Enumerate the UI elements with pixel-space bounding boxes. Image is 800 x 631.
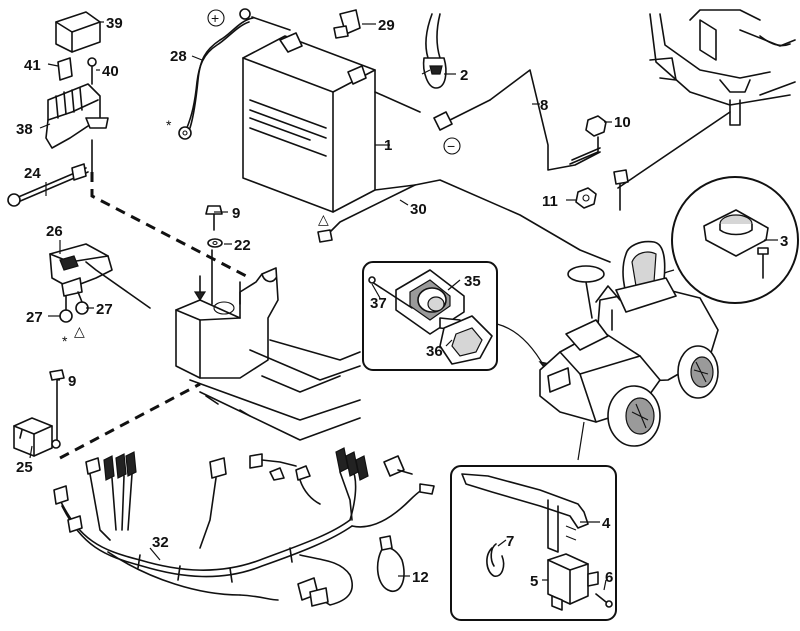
part-number-3: 3	[780, 233, 788, 250]
leader-lines	[29, 21, 778, 591]
part-number-24: 24	[24, 165, 41, 182]
ground-bolt	[613, 111, 731, 211]
star-symbol-a: *	[166, 117, 172, 133]
part-number-2: 2	[460, 67, 468, 84]
cable-tie-12	[376, 535, 405, 593]
triangle-symbol-b: △	[74, 323, 85, 339]
battery	[242, 32, 376, 213]
part-number-36: 36	[426, 343, 443, 360]
wiring-harness-32	[53, 447, 435, 607]
part-number-38: 38	[16, 121, 33, 138]
part-numbers: 1 2 3 4 5 6 7 8 9 9 10 11 12 22 24 25 26…	[16, 15, 788, 590]
callout-bracket	[450, 465, 617, 621]
polarity-symbols: + − * * △ △	[62, 9, 461, 349]
part-number-11: 11	[542, 193, 558, 210]
part-number-1: 1	[384, 137, 392, 154]
triangle-symbol-a: △	[318, 211, 329, 227]
callout-seat-switch	[671, 176, 799, 304]
part-number-12: 12	[412, 569, 429, 586]
battery-negative-cable	[374, 69, 601, 171]
part-number-29: 29	[378, 17, 395, 34]
connector-27a	[59, 295, 73, 323]
part-number-26: 26	[46, 223, 63, 240]
part-number-27b: 27	[96, 301, 113, 318]
wire-24	[7, 163, 89, 207]
star-symbol-b: *	[62, 333, 68, 349]
part-number-6: 6	[605, 569, 613, 586]
engine-block	[649, 9, 796, 126]
bolt-10	[585, 115, 607, 153]
part-number-40: 40	[102, 63, 119, 80]
battery-positive-cable	[178, 8, 291, 140]
screw-9b	[49, 369, 65, 441]
fuse-holder-38	[45, 83, 109, 173]
fuse-41	[57, 57, 73, 81]
screw-9a	[205, 205, 223, 231]
part-number-30: 30	[410, 201, 427, 218]
part-number-4: 4	[602, 515, 611, 532]
part-number-35: 35	[464, 273, 481, 290]
part-number-41: 41	[24, 57, 41, 74]
part-number-39: 39	[106, 15, 123, 32]
part-number-27a: 27	[26, 309, 43, 326]
bracket-26	[49, 243, 151, 309]
washer-22	[207, 238, 223, 248]
rider-mower	[539, 240, 719, 447]
dashed-wire-bottom	[59, 382, 201, 460]
part-number-10: 10	[614, 114, 631, 131]
nut-11	[575, 187, 597, 209]
part-number-28: 28	[170, 48, 187, 65]
dashed-wire-top	[90, 172, 251, 280]
terminal-boot-2	[422, 13, 447, 89]
part-number-9a: 9	[232, 205, 240, 222]
frame-console	[175, 267, 361, 441]
battery-ground-cable	[317, 179, 611, 263]
screw-40	[87, 57, 97, 85]
part-number-9b: 9	[68, 373, 76, 390]
plus-symbol: +	[211, 10, 219, 26]
terminal-cap-29	[333, 9, 361, 39]
part-number-7: 7	[506, 533, 514, 550]
part-number-22: 22	[234, 237, 251, 254]
minus-symbol: −	[447, 138, 455, 154]
relay-25	[13, 417, 61, 457]
connector-27b	[75, 291, 89, 315]
part-number-37: 37	[370, 295, 387, 312]
part-number-8: 8	[540, 97, 548, 114]
part-number-5: 5	[530, 573, 538, 590]
relay-39	[55, 11, 101, 53]
part-number-25: 25	[16, 459, 33, 476]
callout-socket	[362, 261, 498, 371]
part-number-32: 32	[152, 534, 169, 551]
